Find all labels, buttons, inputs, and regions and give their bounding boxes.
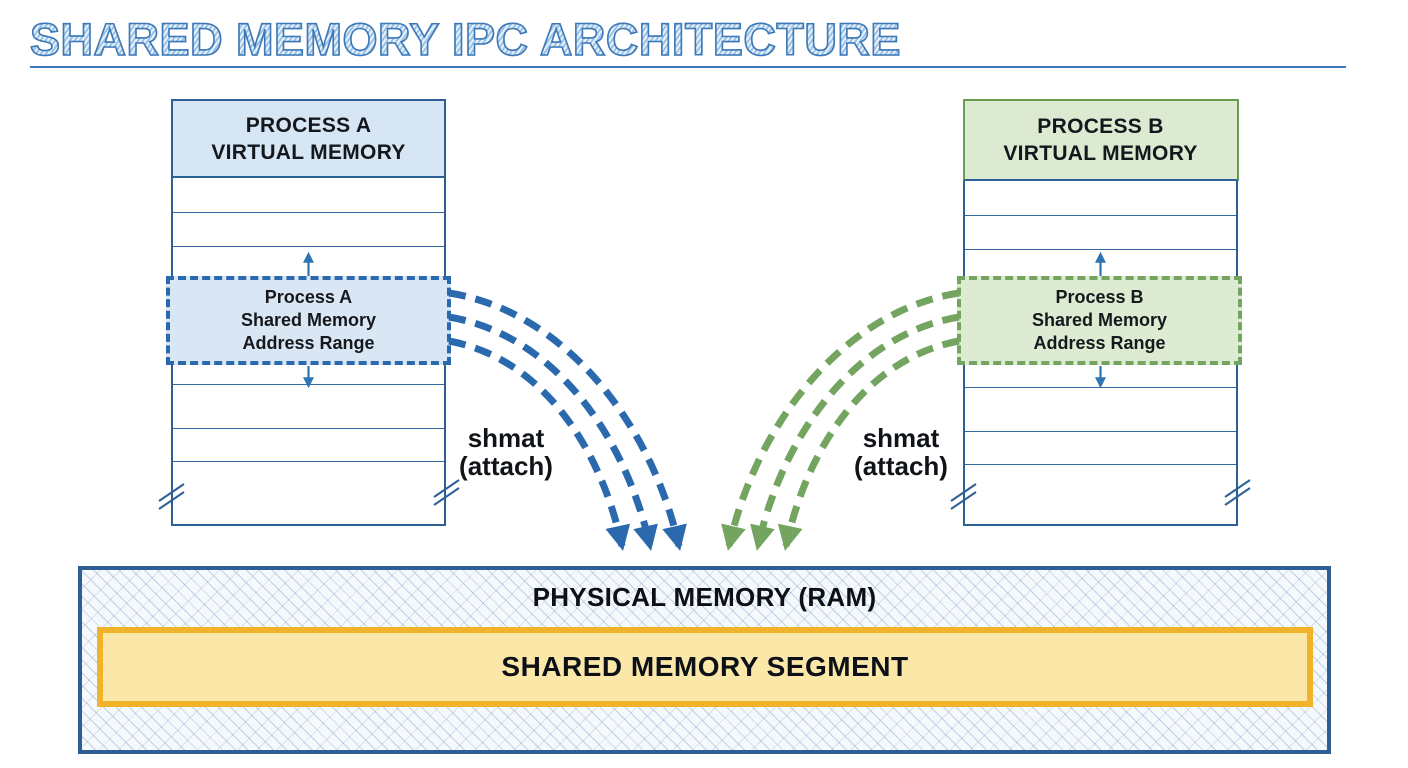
process-a-header: PROCESS A VIRTUAL MEMORY [173, 101, 444, 178]
process-a-attach-arrows [448, 289, 687, 551]
process-a-attach-line2: (attach) [459, 451, 553, 481]
memory-row-truncated [173, 462, 444, 524]
physical-memory-box: PHYSICAL MEMORY (RAM) SHARED MEMORY SEGM… [78, 566, 1331, 754]
process-b-header: PROCESS B VIRTUAL MEMORY [962, 98, 1239, 181]
process-b-attach-line2: (attach) [854, 451, 948, 481]
page-title: SHARED MEMORY IPC ARCHITECTURE [29, 12, 901, 68]
process-a-range-line3: Address Range [242, 333, 375, 353]
process-b-attach-arrows [721, 289, 960, 551]
memory-row-truncated [965, 465, 1236, 525]
memory-row [173, 385, 444, 429]
shared-memory-segment-box: SHARED MEMORY SEGMENT [97, 627, 1313, 707]
physical-memory-label: PHYSICAL MEMORY (RAM) [532, 582, 877, 612]
process-b-range-line2: Shared Memory [1031, 310, 1168, 330]
memory-row [965, 181, 1236, 216]
process-a-header-line2: VIRTUAL MEMORY [211, 140, 406, 164]
process-b-shared-range-box: Process B Shared Memory Address Range [957, 276, 1242, 365]
process-b-header-line2: VIRTUAL MEMORY [1003, 141, 1198, 165]
shared-memory-segment-label: SHARED MEMORY SEGMENT [501, 651, 909, 682]
process-b-range-line3: Address Range [1033, 333, 1166, 353]
title-underline [30, 66, 1346, 68]
process-a-attach-label: shmat (attach) [420, 424, 592, 480]
memory-row [965, 432, 1236, 465]
memory-row [173, 178, 444, 213]
memory-row [173, 429, 444, 462]
memory-row [173, 213, 444, 247]
attach-arrow-green-outer [721, 289, 960, 551]
process-a-range-line1: Process A [264, 287, 353, 307]
memory-row [965, 216, 1236, 250]
memory-row [173, 365, 444, 385]
process-a-attach-line1: shmat [467, 423, 545, 453]
attach-arrow-blue-outer [448, 289, 687, 551]
process-b-attach-label: shmat (attach) [815, 424, 987, 480]
memory-row [965, 388, 1236, 432]
process-a-shared-range-box: Process A Shared Memory Address Range [166, 276, 451, 365]
process-b-attach-line1: shmat [862, 423, 940, 453]
process-a-range-line2: Shared Memory [240, 310, 377, 330]
process-a-header-line1: PROCESS A [245, 113, 372, 137]
process-b-header-line1: PROCESS B [1037, 114, 1164, 138]
process-b-range-line1: Process B [1055, 287, 1144, 307]
memory-row [965, 368, 1236, 388]
